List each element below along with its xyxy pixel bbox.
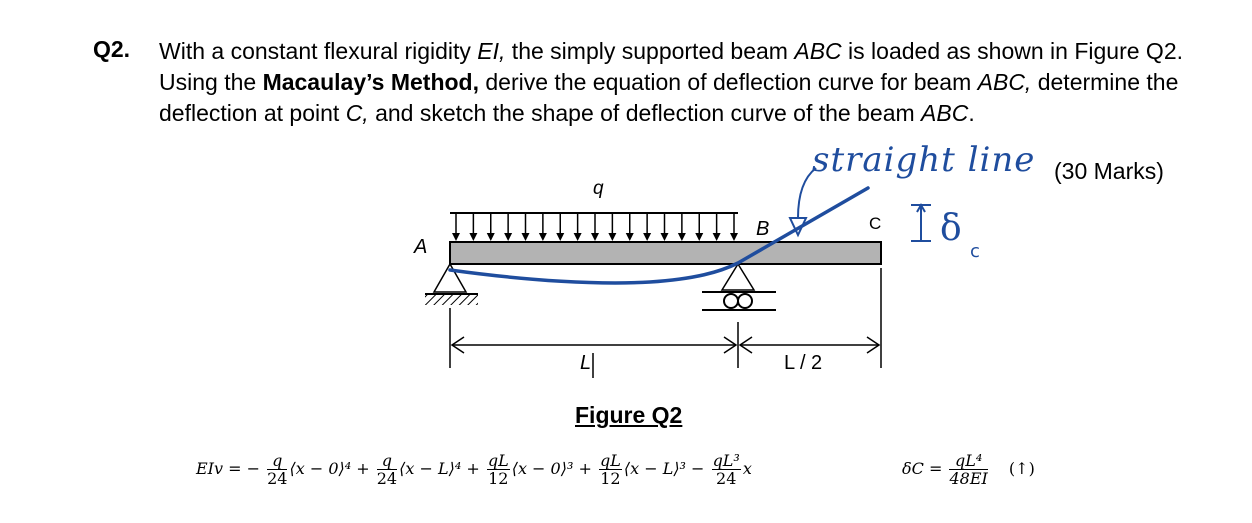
load-arrowhead-icon (573, 233, 582, 241)
load-arrowhead-icon (556, 233, 565, 241)
fraction-denominator: 12 (488, 469, 509, 488)
load-arrowhead-icon (452, 233, 460, 241)
equation-term: x (742, 459, 752, 478)
question-text-part: With a constant flexural rigidity (159, 38, 478, 64)
question-text-ei: EI, (477, 38, 506, 64)
point-label-b: B (756, 218, 770, 240)
question-text-method: Macaulay’s Method, (262, 69, 479, 95)
delta-subscript: c (970, 241, 980, 262)
figure-caption: Figure Q2 (575, 402, 683, 428)
dimension-lines (449, 268, 882, 378)
load-arrowhead-icon (608, 233, 617, 241)
load-arrows (452, 213, 738, 241)
load-arrowhead-icon (660, 233, 669, 241)
dimension-label-l-half: L / 2 (784, 352, 823, 374)
equation-term: ⟨x − 0⟩³ + (511, 459, 592, 478)
load-arrowhead-icon (486, 233, 495, 241)
load-arrowhead-icon (730, 233, 738, 241)
fraction-denominator: 24 (267, 469, 288, 488)
arrowhead-icon (866, 336, 881, 354)
deflection-curve-sketch (448, 186, 870, 285)
note-pointer-arrow-icon (788, 217, 808, 238)
fraction-denominator: 24 (716, 469, 737, 488)
distributed-load (450, 212, 738, 241)
marks-label: (30 Marks) (1054, 158, 1164, 184)
question-text-abc: ABC (794, 38, 842, 64)
roller-support-b (702, 262, 776, 311)
question-text-part: and sketch the shape of deflection curve… (368, 100, 922, 126)
question-text-part: determine the deflection at point (159, 69, 1179, 126)
arrowhead-icon (723, 336, 738, 354)
question-text-abc: ABC, (977, 69, 1032, 95)
equation-term: ⟨x − L⟩³ − (623, 459, 705, 478)
load-arrowhead-icon (695, 233, 704, 241)
result-direction: (↑) (1008, 459, 1035, 478)
question-text-c: C, (345, 100, 369, 126)
equation-term: ⟨x − L⟩⁴ + (399, 459, 480, 478)
question-text: With a constant flexural rigidity EI, th… (159, 36, 1189, 129)
arrowhead-icon (738, 336, 753, 354)
fraction-numerator: q (376, 452, 398, 470)
fraction-numerator: q (267, 452, 288, 470)
load-arrowhead-icon (643, 233, 652, 241)
question-text-part: the simply supported beam (505, 38, 795, 64)
load-arrowhead-icon (591, 233, 599, 241)
equation-lhs: EIv = − (196, 459, 261, 478)
load-arrowhead-icon (469, 233, 478, 241)
equation-term: ⟨x − 0⟩⁴ + (289, 459, 370, 478)
beam (449, 241, 882, 265)
load-label-q: q (593, 178, 604, 199)
load-arrowhead-icon (521, 233, 530, 241)
load-arrowhead-icon (504, 233, 513, 241)
result-denominator: 48EI (949, 469, 988, 488)
fraction-numerator: qL (598, 451, 622, 470)
question-text-abc: ABC (921, 100, 969, 126)
fraction-denominator: 12 (600, 469, 621, 488)
handwritten-straight-line-note: straight line (812, 140, 1036, 180)
question-text-part: derive the equation of deflection curve … (479, 69, 978, 95)
load-arrowhead-icon (712, 233, 721, 241)
delta-c-indicator (911, 202, 931, 242)
load-arrowhead-icon (677, 233, 686, 241)
fraction-denominator: 24 (376, 469, 398, 488)
result-numerator: qL⁴ (949, 452, 988, 470)
question-text-part: is loaded as shown in Figure Q2. Using t… (159, 38, 1184, 95)
dimension-label-l: L (580, 352, 592, 374)
load-arrowhead-icon (538, 233, 547, 241)
load-arrowhead-icon (625, 233, 634, 241)
note-pointer-line (797, 167, 817, 219)
question-number: Q2. (93, 36, 131, 62)
point-label-a: A (414, 236, 428, 258)
delta-symbol: δ (940, 208, 962, 249)
arrowhead-icon (450, 336, 465, 354)
fraction-numerator: qL (486, 451, 510, 470)
point-label-c: C (869, 214, 882, 233)
fraction-numerator: qL³ (711, 451, 741, 470)
question-text-part: . (968, 100, 975, 126)
result-lhs: δC = (902, 459, 943, 478)
pin-support-a (425, 262, 478, 305)
